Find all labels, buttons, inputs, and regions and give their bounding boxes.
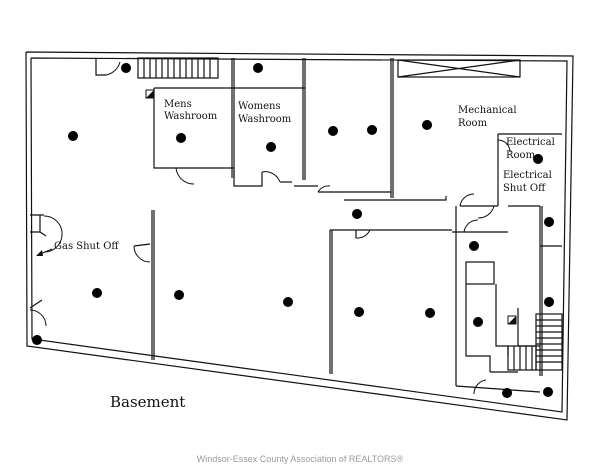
ceiling-light-icon <box>473 317 483 327</box>
electrical-shut-off-label-line2: Shut Off <box>503 183 546 194</box>
ceiling-light-icon <box>32 335 42 345</box>
electrical-shut-off-label-line1: Electrical <box>503 170 552 181</box>
mechanical-room-label-line1: Mechanical <box>458 105 517 116</box>
ceiling-light-icon <box>352 209 362 219</box>
mens-washroom-label-line1: Mens <box>164 99 192 110</box>
ceiling-light-icon <box>544 217 554 227</box>
ceiling-light-icon <box>367 125 377 135</box>
ceiling-light-icon <box>422 120 432 130</box>
ceiling-light-icon <box>283 297 293 307</box>
womens-washroom-label-line2: Washroom <box>238 114 292 125</box>
ceiling-light-icon <box>354 307 364 317</box>
ceiling-light-icon <box>176 133 186 143</box>
electrical-room-label-line2: Room <box>506 150 536 161</box>
ceiling-light-icon <box>92 288 102 298</box>
ceiling-light-icon <box>469 241 479 251</box>
outer-walls <box>25 51 574 421</box>
ceiling-light-icon <box>543 387 553 397</box>
ceiling-light-icon <box>328 126 338 136</box>
ceiling-light-icon <box>174 290 184 300</box>
ceiling-light-icon <box>544 297 554 307</box>
ceiling-light-icon <box>121 63 131 73</box>
womens-washroom-label-line1: Womens <box>238 101 281 112</box>
gas-shut-off-label: Gas Shut Off <box>54 241 119 252</box>
electrical-room-label-line1: Electrical <box>506 137 555 148</box>
gas-shut-off-arrowhead <box>36 250 43 256</box>
doors <box>29 139 511 395</box>
floor-title: Basement <box>110 393 185 411</box>
ceiling-light-icon <box>68 131 78 141</box>
panel-symbols <box>145 89 517 325</box>
mechanical-room-label-line2: Room <box>458 118 488 129</box>
interior-walls <box>29 57 563 393</box>
ceiling-light-icon <box>253 63 263 73</box>
watermark: Windsor-Essex County Association of REAL… <box>197 454 404 464</box>
ceiling-light-icon <box>425 308 435 318</box>
ceiling-light-icon <box>266 142 276 152</box>
ceiling-light-icons <box>32 63 554 398</box>
ceiling-light-icon <box>502 388 512 398</box>
mens-washroom-label-line2: Washroom <box>164 111 218 122</box>
ceiling-light-icon <box>533 154 543 164</box>
